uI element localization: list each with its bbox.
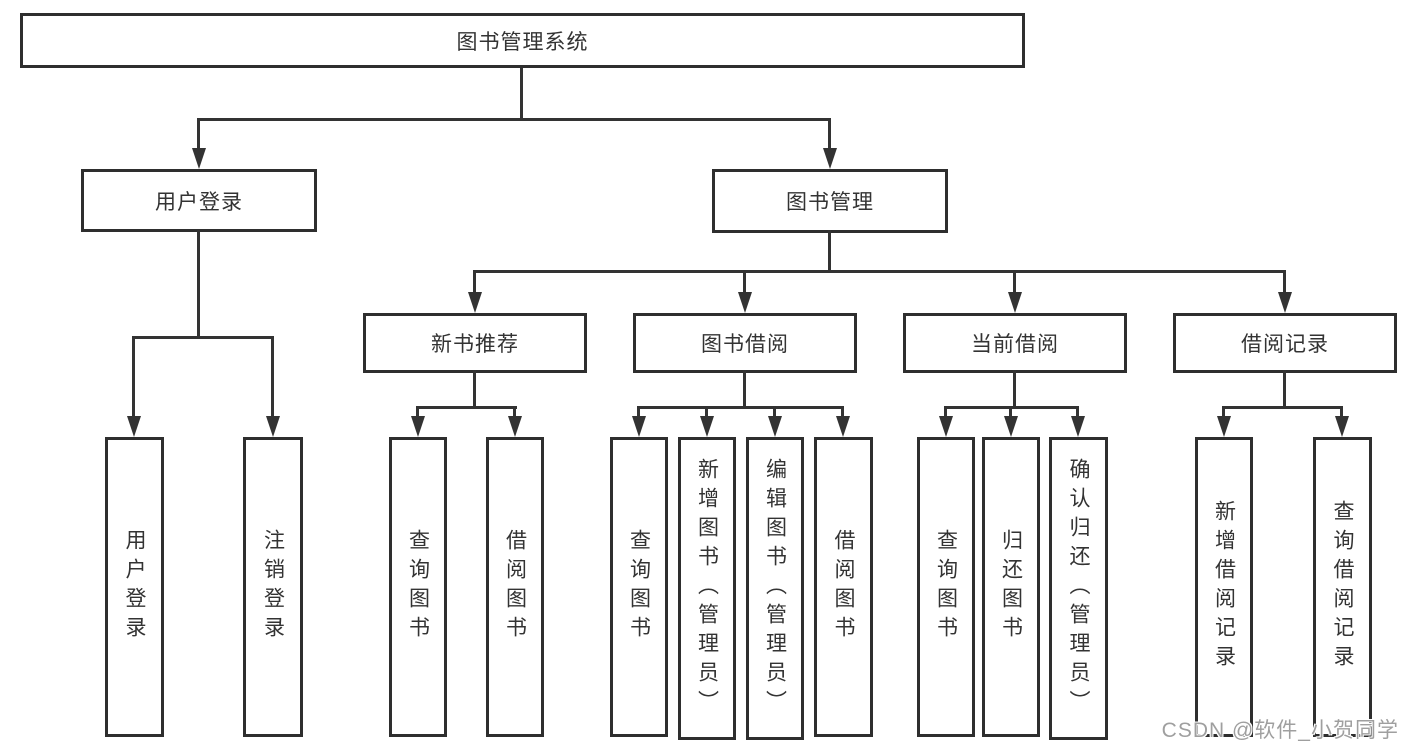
connector-stem-c3 xyxy=(773,406,776,420)
connector-stem-c4 xyxy=(841,406,844,420)
arrowhead-down-records xyxy=(1278,292,1292,313)
connector-recommendation-split xyxy=(416,406,517,409)
connector-current-drop xyxy=(1013,370,1016,409)
connector-stem-c2 xyxy=(705,406,708,420)
arrowhead-down-leaf-user-login xyxy=(127,416,141,437)
connector-borrowing-split xyxy=(637,406,844,409)
arrowhead-down-c4 xyxy=(836,416,850,437)
connector-stem-recommendation xyxy=(473,270,476,296)
arrowhead-down-d1 xyxy=(939,416,953,437)
leaf-logout-login: 注销登录 xyxy=(243,437,303,737)
connector-stem-b1 xyxy=(416,406,419,420)
leaf-query-books-recommend: 查询图书 xyxy=(389,437,447,737)
connector-user-login-split xyxy=(132,336,274,339)
connector-stem-leaf-logout xyxy=(271,336,274,420)
leaf-confirm-return-admin: 确认归还（管理员） xyxy=(1049,437,1108,740)
leaf-query-borrow-record: 查询借阅记录 xyxy=(1313,437,1372,737)
arrowhead-down-e1 xyxy=(1217,416,1231,437)
leaf-add-borrow-record: 新增借阅记录 xyxy=(1195,437,1253,737)
arrowhead-down-recommendation xyxy=(468,292,482,313)
watermark: CSDN @软件_小贺同学 xyxy=(1161,719,1399,742)
connector-stem-d3 xyxy=(1076,406,1079,420)
connector-book-management-drop xyxy=(828,230,831,273)
leaf-borrow-books-recommend: 借阅图书 xyxy=(486,437,544,737)
node-user-login: 用户登录 xyxy=(81,169,317,232)
arrowhead-down-d3 xyxy=(1071,416,1085,437)
arrowhead-down-b2 xyxy=(508,416,522,437)
connector-borrowing-drop xyxy=(743,370,746,409)
connector-level2-split xyxy=(473,270,1286,273)
arrowhead-down-book-management xyxy=(823,148,837,169)
node-current-borrowing: 当前借阅 xyxy=(903,313,1127,373)
arrowhead-down-b1 xyxy=(411,416,425,437)
connector-level1-split xyxy=(197,118,831,121)
arrowhead-down-current xyxy=(1008,292,1022,313)
connector-stem-current xyxy=(1013,270,1016,296)
arrowhead-down-leaf-logout xyxy=(266,416,280,437)
connector-records-drop xyxy=(1283,370,1286,409)
connector-stem-e1 xyxy=(1222,406,1225,420)
node-book-management: 图书管理 xyxy=(712,169,948,233)
connector-user-login-drop xyxy=(197,230,200,339)
node-new-book-recommendation: 新书推荐 xyxy=(363,313,587,373)
node-root: 图书管理系统 xyxy=(20,13,1025,68)
arrowhead-down-c1 xyxy=(632,416,646,437)
connector-stem-d1 xyxy=(944,406,947,420)
arrowhead-down-e2 xyxy=(1335,416,1349,437)
connector-stem-e2 xyxy=(1340,406,1343,420)
leaf-return-books: 归还图书 xyxy=(982,437,1040,737)
connector-stem-user-login xyxy=(197,118,200,152)
arrowhead-down-d2 xyxy=(1004,416,1018,437)
connector-stem-leaf-user-login xyxy=(132,336,135,420)
connector-stem-book-management xyxy=(828,118,831,152)
node-book-borrowing: 图书借阅 xyxy=(633,313,857,373)
connector-stem-d2 xyxy=(1009,406,1012,420)
leaf-edit-books-admin: 编辑图书（管理员） xyxy=(746,437,804,740)
arrowhead-down-c2 xyxy=(700,416,714,437)
node-borrowing-records: 借阅记录 xyxy=(1173,313,1397,373)
arrowhead-down-c3 xyxy=(768,416,782,437)
leaf-user-login: 用户登录 xyxy=(105,437,164,737)
connector-stem-c1 xyxy=(637,406,640,420)
arrowhead-down-borrowing xyxy=(738,292,752,313)
connector-records-split xyxy=(1222,406,1343,409)
arrowhead-down-user-login xyxy=(192,148,206,169)
leaf-query-books-current: 查询图书 xyxy=(917,437,975,737)
connector-root-drop xyxy=(520,68,523,120)
connector-stem-b2 xyxy=(513,406,516,420)
leaf-borrow-books-borrowing: 借阅图书 xyxy=(814,437,873,737)
leaf-add-books-admin: 新增图书（管理员） xyxy=(678,437,736,740)
connector-stem-records xyxy=(1283,270,1286,296)
connector-recommendation-drop xyxy=(473,370,476,409)
connector-stem-borrowing xyxy=(743,270,746,296)
leaf-query-books-borrowing: 查询图书 xyxy=(610,437,668,737)
